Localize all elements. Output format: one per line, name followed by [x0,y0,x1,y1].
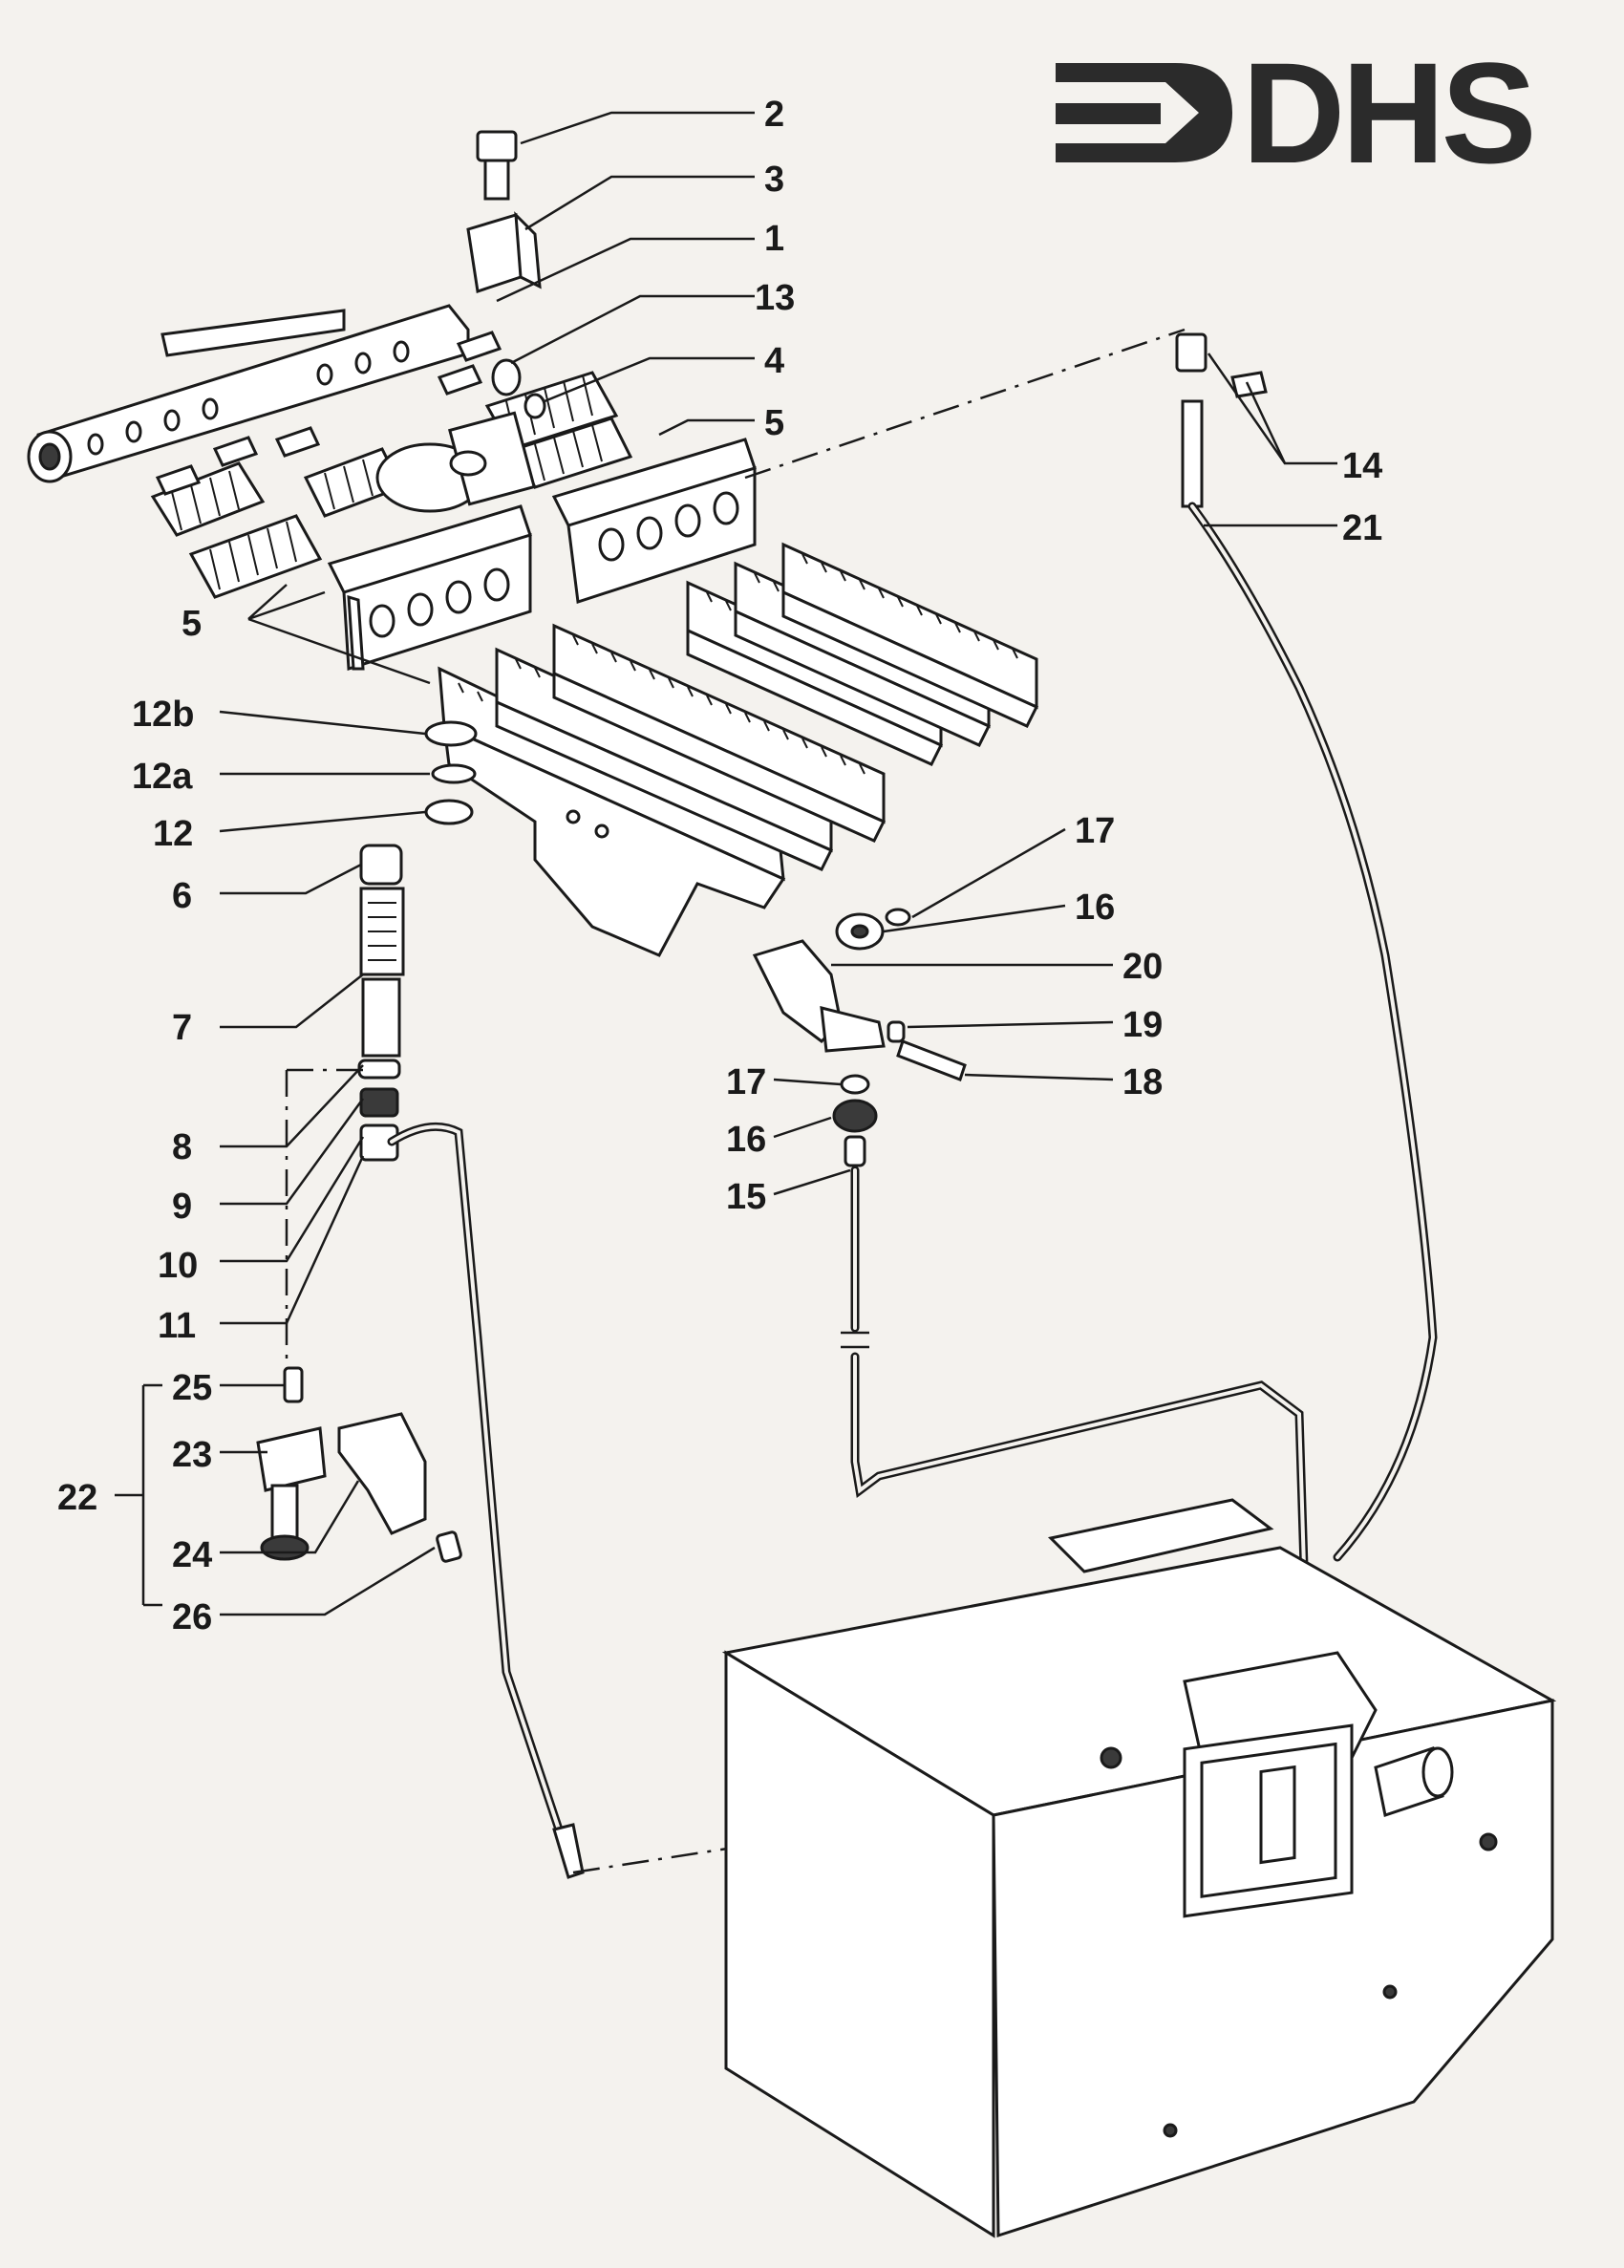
callout-17: 17 [1075,811,1115,851]
part-12b-ring [424,720,478,747]
callout-26: 26 [172,1597,212,1637]
igniter-assembly [752,908,967,1167]
part-4-washer [524,393,546,419]
callout-5: 5 [182,604,202,644]
centerline-pilot [285,1068,363,1366]
callout-22: 22 [57,1478,97,1518]
thermocouple-end [552,1823,585,1879]
part-6-cap [359,844,403,886]
callout-25: 25 [172,1368,212,1408]
callout-2: 2 [764,95,784,135]
callout-3: 3 [764,160,784,200]
callout-10: 10 [158,1246,198,1286]
callout-20: 20 [1122,947,1163,987]
callout-18: 18 [1122,1062,1163,1102]
part-23-base [260,1534,310,1561]
part-16-bottom-nut [832,1099,878,1133]
part-17-top-washer [885,908,911,927]
centerline-cable [744,328,1186,480]
callout-16: 16 [726,1120,766,1160]
right-bracket-holes [598,491,739,562]
callout-12a: 12a [132,757,193,797]
part-25-jet [283,1366,304,1403]
part-2-stem [483,159,510,201]
nozzles [155,331,502,496]
left-fitting-stack [357,720,478,1162]
part-14-nut [1175,332,1207,373]
callout-11: 11 [158,1306,196,1346]
part-13-nut [491,358,522,396]
housing-lid [1047,1498,1274,1573]
part-20-tee [820,1006,886,1053]
logo-arrow-shaft [1056,103,1161,124]
part-23-tube [270,1484,299,1545]
callout-4: 4 [764,341,784,381]
callout-labels: 2 3 1 13 4 5 14 21 5 12b 12a 12 6 7 8 9 … [57,95,1382,1637]
panel-screw [1479,1832,1498,1851]
top-parts [466,130,546,419]
callout-17: 17 [726,1062,766,1102]
burner-bar [781,542,1039,728]
part-12-ring [424,799,474,825]
part-18-probe [896,1039,967,1081]
rocker-switch[interactable] [1259,1765,1296,1865]
housing-side [992,1699,1554,2238]
callout-9: 9 [172,1187,192,1227]
part-17-bottom-washer [840,1074,870,1095]
burner-manifold-assembly [27,304,757,672]
housing-screw [1100,1746,1122,1769]
left-bracket-plate [347,594,365,671]
pilot-assembly [256,1366,462,1563]
manifold-holes [87,340,410,456]
part-12a-ring [431,763,477,784]
part-9-washer [357,1059,401,1080]
dhs-logo: DHS [1056,32,1537,193]
callout-12: 12 [153,814,193,854]
callout-13: 13 [755,278,795,318]
manifold-pipe-bore [38,442,61,471]
callout-14: 14 [1342,446,1382,486]
callout-12b: 12b [132,695,194,735]
part-19-seal [887,1020,906,1043]
leader-lines [115,111,1337,1616]
callout-19: 19 [1122,1005,1163,1045]
callout-16: 16 [1075,888,1115,928]
callout-8: 8 [172,1127,192,1167]
left-bracket-holes [369,567,510,638]
manifold-rod [160,309,346,357]
callout-7: 7 [172,1008,192,1048]
gas-cylinder-housing [721,1498,1557,2238]
part-15-tube-head [844,1135,866,1167]
callout-21: 21 [1342,508,1382,548]
part-10-nut [359,1087,399,1118]
burner-bar [552,623,887,843]
logo-arrow-mark [1056,63,1232,162]
burner-bars [438,542,1039,957]
valve-hub-port [449,450,487,477]
control-cable [1175,332,1438,1562]
part-24-hood [337,1412,427,1535]
housing-front [724,1650,995,2238]
cable-connector [1181,399,1204,508]
callout-15: 15 [726,1177,766,1217]
part-2-fitting [476,130,518,162]
part-8-body [361,977,401,1058]
part-26-screw [436,1530,462,1563]
callout-6: 6 [172,876,192,916]
callout-5: 5 [764,403,784,443]
part-23-bracket [256,1426,327,1492]
callout-1: 1 [764,219,784,259]
logo-text: DHS [1242,32,1533,193]
callout-23: 23 [172,1435,212,1475]
callout-24: 24 [172,1535,212,1575]
